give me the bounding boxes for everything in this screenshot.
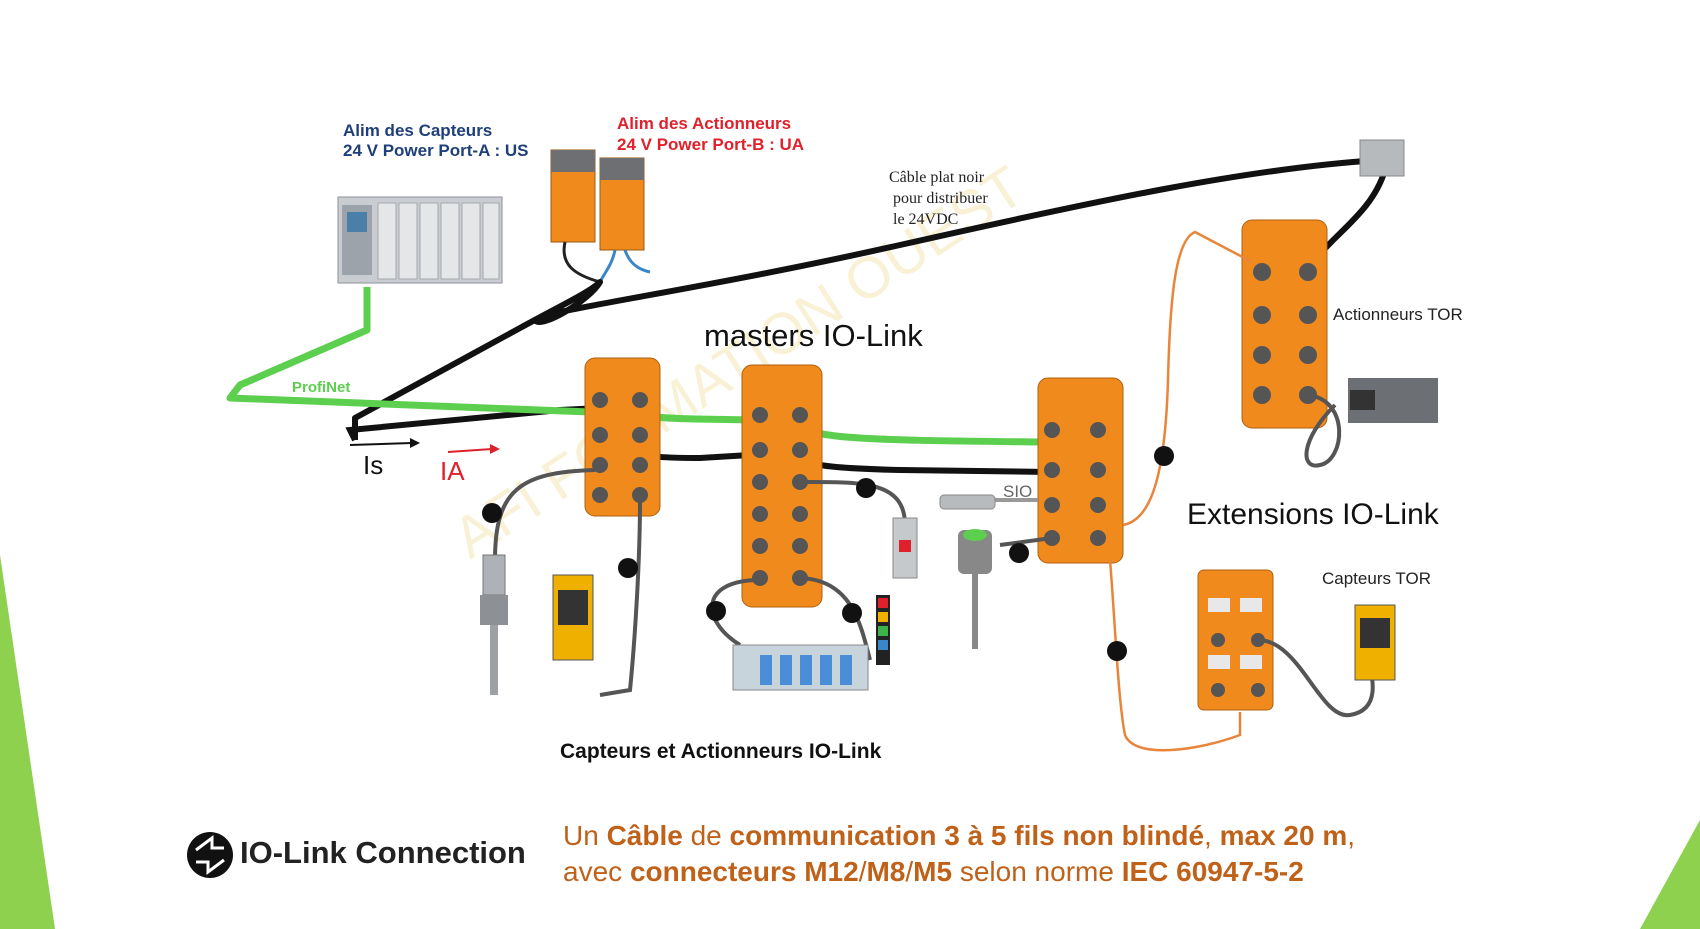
flat-cable-24v bbox=[352, 157, 1388, 440]
right-green-triangle bbox=[1640, 820, 1700, 929]
cable-label-3: le 24VDC bbox=[893, 211, 959, 228]
valve-terminal-icon bbox=[732, 644, 869, 691]
left-green-triangle bbox=[0, 555, 55, 929]
cable-label-2: pour distribuer bbox=[893, 190, 988, 207]
alim-actionneurs-title: Alim des Actionneurs bbox=[617, 114, 792, 133]
sio-sensor-icon bbox=[939, 494, 996, 510]
bottom-caption: Un Câble de communication 3 à 5 fils non… bbox=[563, 818, 1355, 890]
extensions-title: Extensions IO-Link bbox=[1187, 498, 1439, 531]
is-label: Is bbox=[363, 450, 384, 480]
io-link-master-2 bbox=[741, 364, 823, 608]
io-link-logo-text: IO-Link Connection bbox=[240, 835, 526, 870]
cable-connector-icon bbox=[1359, 139, 1405, 177]
power-supply-icon bbox=[550, 149, 651, 284]
level-sensor-icon bbox=[958, 529, 992, 649]
capteurs-actionneurs-label: Capteurs et Actionneurs IO-Link bbox=[560, 740, 882, 763]
ia-label: IA bbox=[440, 456, 465, 486]
signal-tower-icon bbox=[876, 595, 890, 665]
alim-actionneurs-port: 24 V Power Port-B : UA bbox=[617, 135, 805, 154]
temperature-sensor-icon bbox=[480, 554, 508, 695]
sio-label: SIO bbox=[1003, 482, 1033, 501]
optical-sensor-icon bbox=[552, 574, 594, 661]
io-link-master-3 bbox=[1037, 377, 1124, 564]
sensor-extension-module bbox=[1197, 569, 1274, 711]
caption-line-1: Un Câble de communication 3 à 5 fils non… bbox=[563, 820, 1356, 851]
plc-icon bbox=[337, 196, 503, 284]
tor-optical-sensor-icon bbox=[1354, 604, 1396, 681]
alim-capteurs-port: 24 V Power Port-A : US bbox=[343, 141, 529, 160]
profinet-label: ProfiNet bbox=[292, 379, 351, 396]
masters-title: masters IO-Link bbox=[704, 318, 923, 353]
cable-label-1: Câble plat noir bbox=[889, 169, 985, 186]
io-link-logo-icon bbox=[187, 832, 233, 878]
pressure-sensor-icon bbox=[892, 517, 918, 579]
alim-capteurs-title: Alim des Capteurs bbox=[343, 121, 493, 140]
actuator-extension-module bbox=[1241, 219, 1328, 429]
capteurs-tor-label: Capteurs TOR bbox=[1322, 569, 1431, 588]
io-link-master-1 bbox=[584, 357, 661, 517]
solenoid-valve-icon bbox=[1348, 378, 1438, 423]
io-link-marker-icons bbox=[482, 446, 1174, 661]
caption-line-2: avec connecteurs M12/M8/M5 selon norme I… bbox=[563, 856, 1304, 887]
actionneurs-tor-label: Actionneurs TOR bbox=[1333, 305, 1463, 324]
